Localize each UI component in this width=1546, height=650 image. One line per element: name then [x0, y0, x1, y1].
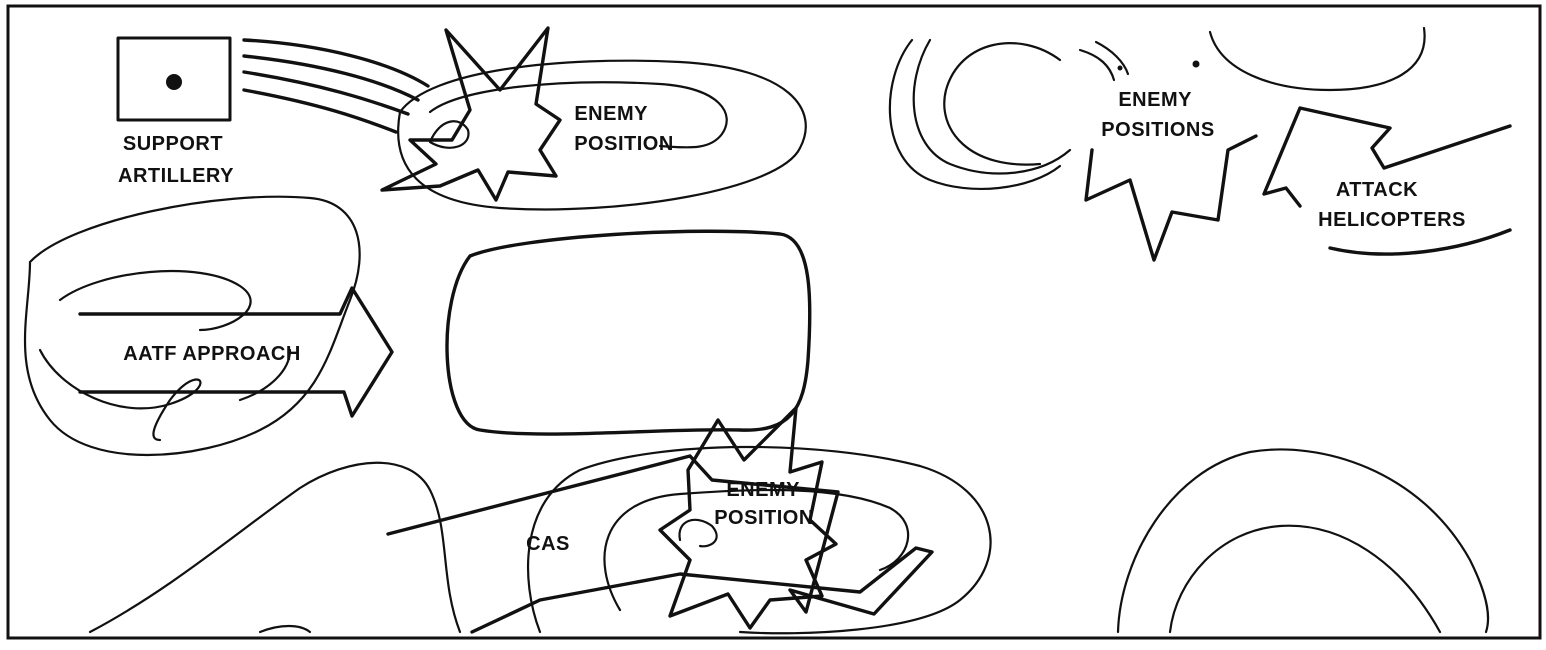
cas-arrow — [386, 454, 934, 634]
support-artillery-symbol — [116, 36, 232, 122]
attack-helicopters-arrow-tail — [1328, 228, 1512, 256]
attack-helicopters-arrow — [1262, 106, 1512, 208]
support-artillery-label: SUPPORT ARTILLERY — [118, 133, 234, 187]
terrain-contours-lower-right — [1116, 448, 1490, 634]
enemy-position-burst-bottom — [658, 406, 838, 630]
enemy-positions-burst-right — [1084, 134, 1258, 262]
aatf-approach-arrow — [78, 286, 394, 418]
terrain-contours-bottom — [88, 445, 992, 635]
cas-label: CAS — [526, 533, 570, 555]
terrain-contours-left — [23, 195, 361, 457]
terrain-contours-top — [397, 59, 807, 211]
enemy-position-top-label: ENEMY POSITION — [574, 103, 674, 155]
attack-helicopters-label: ATTACK HELICOPTERS — [1318, 179, 1466, 231]
terrain-contours-upper-right — [888, 26, 1426, 190]
artillery-fire-lines — [242, 38, 430, 134]
terrain-mark — [1192, 60, 1200, 68]
enemy-positions-right-label: ENEMY POSITIONS — [1101, 89, 1214, 141]
objective-area — [445, 229, 812, 436]
enemy-position-bottom-label: ENEMY POSITION — [714, 479, 814, 529]
diagram-frame — [6, 4, 1542, 640]
terrain-mark — [1117, 65, 1123, 71]
aatf-approach-label: AATF APPROACH — [123, 343, 301, 365]
enemy-position-burst-top — [380, 26, 562, 202]
